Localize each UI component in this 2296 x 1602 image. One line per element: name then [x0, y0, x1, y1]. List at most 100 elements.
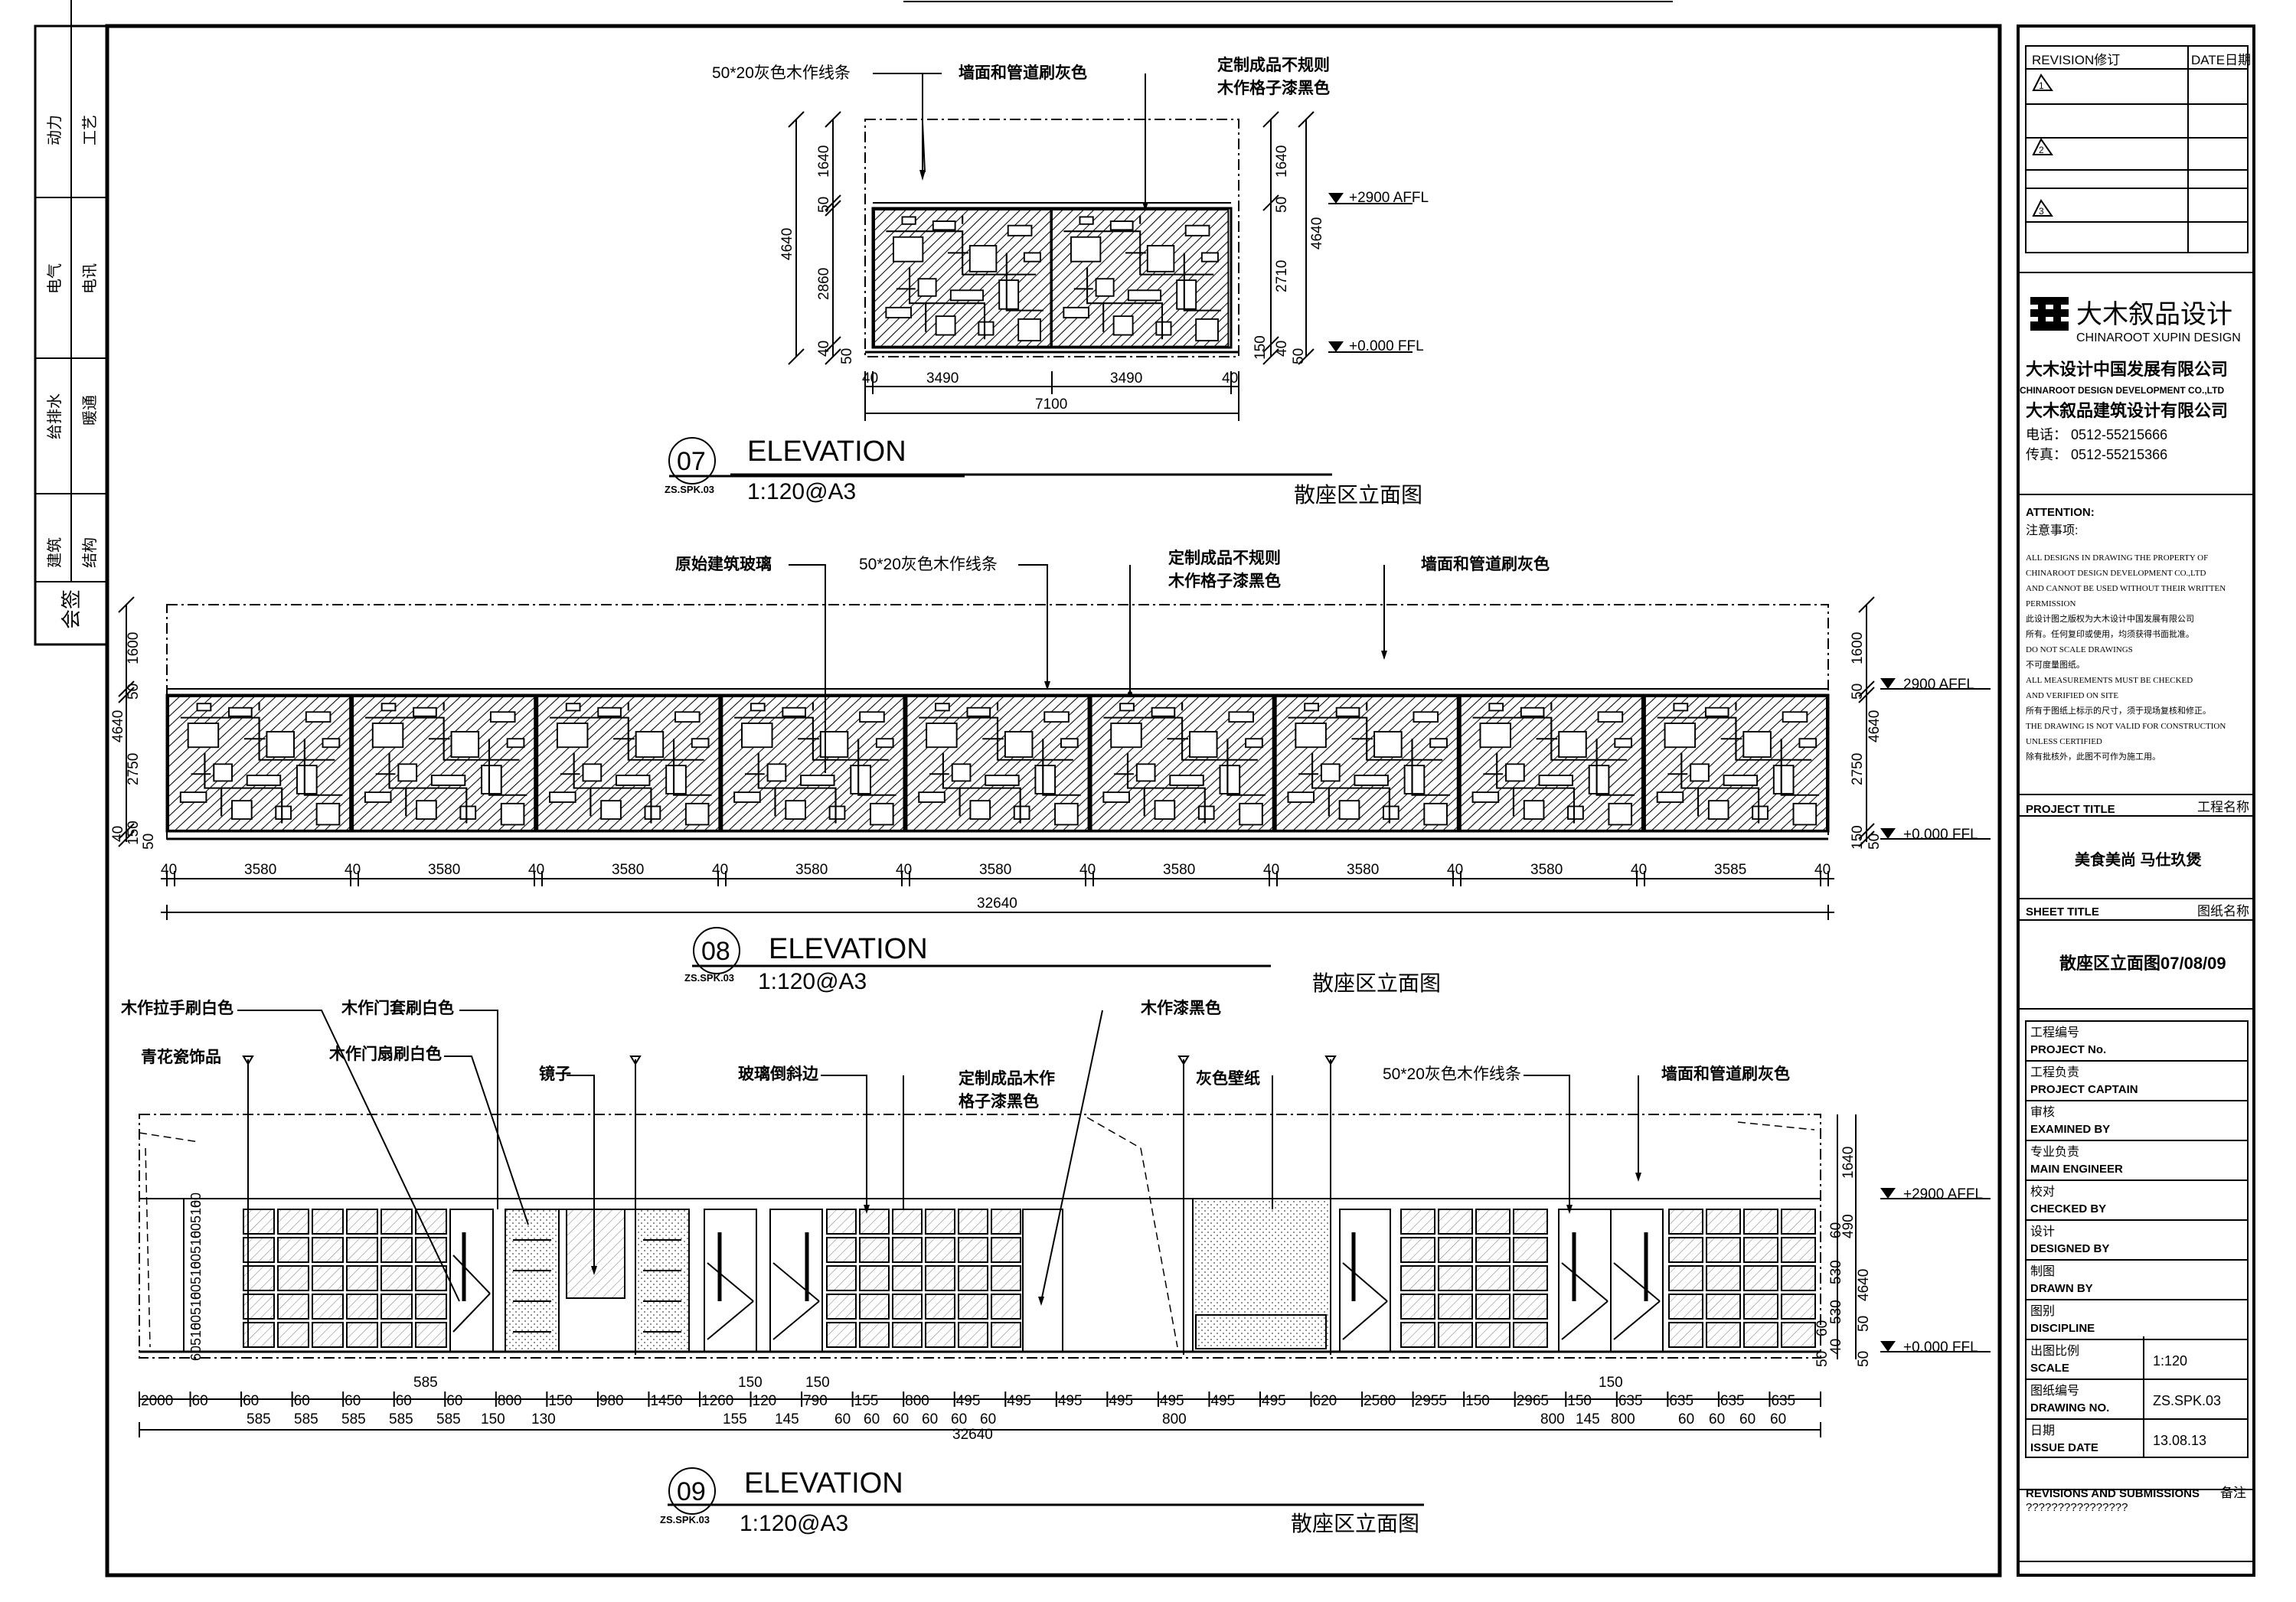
e09-dim-r1-9: 980 — [599, 1393, 624, 1409]
e07-label-title: ELEVATION — [747, 436, 906, 468]
cabinet-cell — [1438, 1322, 1473, 1348]
e08-callout-line: 50*20灰色木作线条 — [859, 556, 998, 573]
stamp-nuantong: 暖通 — [81, 395, 99, 426]
cabinet-cell — [1706, 1294, 1741, 1320]
stamp-gongyi: 工艺 — [81, 115, 99, 145]
tb-row-val: 1:120 — [2153, 1353, 2187, 1369]
cabinet-cell — [991, 1209, 1021, 1235]
tb-sheet-name: 散座区立面图07/08/09 — [2059, 954, 2226, 973]
e08-label-title: ELEVATION — [769, 933, 928, 965]
e09-dim-r1-30: 635 — [1669, 1393, 1693, 1409]
e09-dim-up-0: 585 — [413, 1375, 438, 1391]
e08-callout-lattice-2: 木作格子漆黑色 — [1168, 572, 1281, 590]
cabinet-cell — [892, 1237, 923, 1263]
e07-label-num: 07 — [677, 447, 706, 476]
e09-callout-doorframe: 木作门套刷白色 — [341, 999, 454, 1017]
e09-callout-custom-1: 定制成品木作 — [959, 1069, 1055, 1088]
cabinet-cell — [925, 1322, 955, 1348]
e09-dim-r2-2: 585 — [341, 1411, 366, 1427]
cabinet-cell — [1781, 1265, 1816, 1291]
tb-row-cn: 专业负责 — [2030, 1145, 2079, 1159]
e07-level-2900: +2900 AFFL — [1349, 190, 1429, 206]
tb-rev-3: 3 — [2039, 206, 2044, 217]
tb-sheet-title-cn: 图纸名称 — [2197, 904, 2249, 918]
e09-dim-r1-6: 60 — [446, 1393, 462, 1409]
cabinet-cell — [991, 1322, 1021, 1348]
elevation-09 — [139, 1010, 1991, 1437]
tb-note-line: 不可度量图纸。 — [2026, 659, 2085, 670]
cabinet-cell — [925, 1265, 955, 1291]
e09-dim-r2-4: 585 — [436, 1411, 461, 1427]
cabinet-cell — [1781, 1294, 1816, 1320]
cabinet-cell — [1706, 1209, 1741, 1235]
e08-label-ref: ZS.SPK.03 — [684, 972, 734, 984]
tb-row-cn: 出图比例 — [2030, 1344, 2079, 1358]
e07-dim-left-50b: 50 — [839, 348, 855, 364]
cabinet-cell — [1400, 1294, 1435, 1320]
e09-label-scale: 1:120@A3 — [740, 1511, 848, 1536]
e09-dim-right-60b: 60 — [1814, 1320, 1831, 1336]
cabinet-cell — [1438, 1294, 1473, 1320]
cabinet-cell — [1400, 1322, 1435, 1348]
e09-callout-doorleaf: 木作门扇刷白色 — [328, 1045, 442, 1063]
cabinet-cell — [1668, 1209, 1703, 1235]
e09-dim-r2-17: 145 — [1576, 1411, 1600, 1427]
cabinet-cell — [1668, 1322, 1703, 1348]
tb-note-line: 所有。任何复印或使用，均须获得书面批准。 — [2026, 628, 2194, 639]
e09-dim-r1-13: 790 — [803, 1393, 828, 1409]
cabinet-cell — [1475, 1294, 1511, 1320]
tb-note-line: 所有于图纸上标示的尺寸，须于现场复核和修正。 — [2026, 705, 2211, 716]
e09-dim-r1-15: 800 — [905, 1393, 929, 1409]
cabinet-cell — [1781, 1209, 1816, 1235]
tb-note-line: UNLESS CERTIFIED — [2026, 737, 2102, 746]
e07-label: 07 ZS.SPK.03 ELEVATION 1:120@A3 散座区立面图 — [665, 436, 1422, 507]
e09-dim-r1-28: 150 — [1567, 1393, 1592, 1409]
e08-dim-left-150: 150 — [126, 821, 142, 845]
elevation-07 — [788, 73, 1413, 421]
tb-tel: 电话： 0512-55215666 — [2026, 427, 2167, 442]
tb-note-line: AND VERIFIED ON SITE — [2026, 691, 2118, 700]
tb-note-line: 除有批核外，此图不可作为施工用。 — [2026, 751, 2160, 762]
cabinet-cell — [991, 1265, 1021, 1291]
e09-dim-left-0: 60 — [188, 1346, 204, 1361]
e09-dim-r1-2: 60 — [243, 1393, 259, 1409]
cabinet-cell — [1400, 1265, 1435, 1291]
e09-dim-r2-12: 60 — [922, 1411, 938, 1427]
tb-row-cn: 图别 — [2030, 1304, 2055, 1318]
e09-dim-r2-16: 800 — [1540, 1411, 1565, 1427]
e09-dim-r1-17: 495 — [1007, 1393, 1031, 1409]
cabinet-cell — [1513, 1322, 1548, 1348]
cabinet-cell — [312, 1237, 344, 1263]
e09-dim-r2-9: 60 — [834, 1411, 851, 1427]
e09-dim-left-6: 60 — [188, 1254, 204, 1269]
e07-callout-lattice-1: 定制成品不规则 — [1217, 56, 1330, 74]
e09-dim-left-2: 60 — [188, 1315, 204, 1330]
e09-dim-r2-13: 60 — [951, 1411, 967, 1427]
cabinet-cell — [380, 1209, 413, 1235]
cabinet-cell — [1781, 1237, 1816, 1263]
e07-dim-right-2710: 2710 — [1274, 260, 1290, 292]
cabinet-cell — [1743, 1265, 1778, 1291]
cabinet-cell — [277, 1265, 309, 1291]
e09-callout-porcelain: 青花瓷饰品 — [141, 1048, 221, 1066]
cabinet-cell — [826, 1209, 857, 1235]
e08-dim-total: 32640 — [977, 896, 1017, 912]
e09-dim-right-40: 40 — [1828, 1339, 1844, 1355]
tb-row-cn: 制图 — [2030, 1264, 2055, 1278]
e09-dim-right-total: 4640 — [1856, 1269, 1872, 1301]
e09-dim-r2-10: 60 — [864, 1411, 880, 1427]
cabinet-cell — [826, 1265, 857, 1291]
cabinet-cell — [346, 1209, 378, 1235]
e09-dim-up-1: 150 — [738, 1375, 763, 1391]
e09-dim-right-50c: 50 — [1856, 1351, 1872, 1367]
cabinet-cell — [1743, 1237, 1778, 1263]
e08-dim-b-12: 40 — [1263, 862, 1279, 878]
e09-dim-left-10: 60 — [188, 1193, 204, 1208]
e08-dim-b-4: 40 — [528, 862, 544, 878]
tb-company-1-en: CHINAROOT DESIGN DEVELOPMENT CO.,LTD — [2020, 385, 2224, 396]
cabinet-cell — [958, 1237, 988, 1263]
cabinet-cell — [1743, 1322, 1778, 1348]
e08-dim-b-3: 3580 — [428, 862, 460, 878]
cabinet-cell — [1706, 1265, 1741, 1291]
tb-row-en: DRAWING NO. — [2030, 1401, 2109, 1414]
